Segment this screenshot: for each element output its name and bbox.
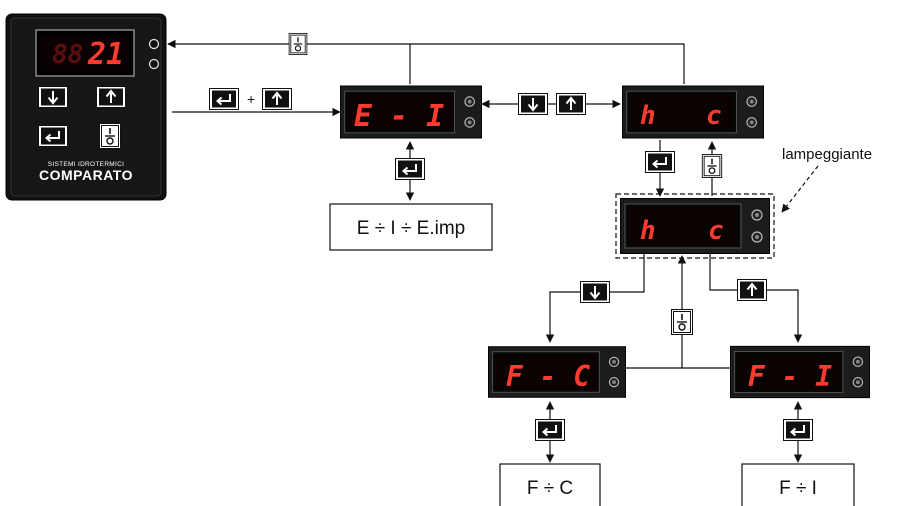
box-fi-text: F ÷ I xyxy=(779,478,817,499)
panel-fi-text: F - I xyxy=(748,360,832,393)
panel-e1: E - I xyxy=(340,85,482,139)
power-toggle-icon-top xyxy=(288,33,308,55)
panel-hc-top-right: c xyxy=(706,101,722,131)
panel-hc-top: h c xyxy=(622,85,764,139)
annotation-blinking: lampeggiante xyxy=(782,146,872,163)
enter-icon-fc xyxy=(535,419,565,441)
panel-fc-text: F - C xyxy=(506,360,590,393)
panel-fc: F - C xyxy=(488,346,626,398)
arrow-up-icon-mid xyxy=(737,279,767,301)
arrow-down-icon[interactable] xyxy=(38,86,68,108)
panel-hc-mid-right: c xyxy=(708,216,724,246)
controller-display-dim: 88 xyxy=(52,40,83,70)
box-fc: F ÷ C xyxy=(499,463,601,506)
panel-hc-mid: h c xyxy=(620,198,770,254)
box-e-text: E ÷ I ÷ E.imp xyxy=(357,218,466,239)
panel-e1-text: E - I xyxy=(354,99,444,134)
arrow-up-icon-combo xyxy=(262,88,292,110)
panel-fi: F - I xyxy=(730,345,870,399)
brand-line-1: SISTEMI IDROTERMICI xyxy=(48,161,124,168)
panel-hc-top-left: h xyxy=(640,101,656,131)
arrow-down-icon-nav xyxy=(518,93,548,115)
enter-icon-combo xyxy=(208,88,240,110)
power-toggle-icon-mid xyxy=(671,309,693,335)
enter-icon-hc xyxy=(645,151,675,173)
power-toggle-icon-hc xyxy=(701,154,723,178)
enter-icon-fi xyxy=(783,419,813,441)
enter-icon[interactable] xyxy=(38,125,68,147)
arrow-up-icon-nav xyxy=(556,93,586,115)
enter-icon-e1 xyxy=(395,158,425,180)
controller-led-1 xyxy=(148,38,160,50)
box-fi: F ÷ I xyxy=(741,463,855,506)
controller-unit: 88 21 SISTEMI IDROTERMICI COMPARATO xyxy=(5,13,167,201)
power-toggle-icon[interactable] xyxy=(98,123,122,149)
box-fc-text: F ÷ C xyxy=(527,478,573,499)
combo-plus: + xyxy=(247,91,255,107)
box-e: E ÷ I ÷ E.imp xyxy=(329,203,493,251)
arrow-down-icon-mid xyxy=(580,281,610,303)
arrow-up-icon[interactable] xyxy=(96,86,126,108)
brand-line-2: COMPARATO xyxy=(39,167,133,183)
controller-display-value: 21 xyxy=(87,37,124,72)
panel-hc-mid-left: h xyxy=(640,216,656,246)
controller-led-2 xyxy=(148,58,160,70)
